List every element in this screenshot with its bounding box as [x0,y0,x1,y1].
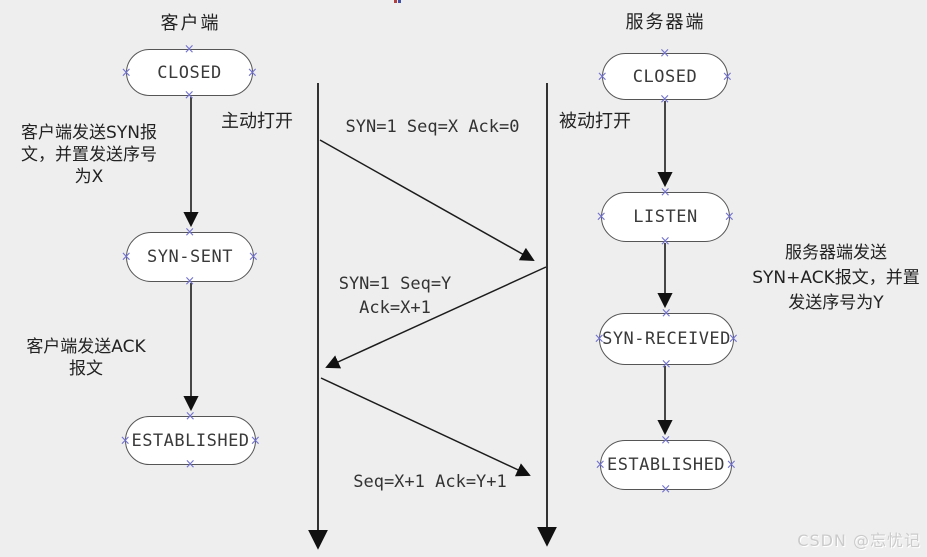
state-server-established: ESTABLISHED × × × × [595,434,737,496]
client-lane-title: 客户端 [160,13,221,34]
connector-mark-icon: × [184,274,196,290]
connector-mark-icon: × [183,88,196,104]
top-edge-artifact [394,0,402,3]
msg-synack-label: SYN=1 Seq=Y Ack=X+1 [338,274,452,318]
connector-mark-icon: × [723,209,736,225]
connector-mark-icon: × [659,184,672,200]
connector-mark-icon: × [184,408,197,424]
state-label: CLOSED [157,62,222,83]
connector-mark-icon: × [659,234,672,250]
client-syn-note: 客户端发送SYN报 文，并置发送序号 为X [21,123,157,187]
arrow-msg-syn [319,139,535,261]
connector-mark-icon: × [596,69,609,84]
passive-open-label: 被动打开 [559,111,631,132]
state-server-closed: CLOSED × × × × [597,47,733,106]
connector-mark-icon: × [247,249,260,265]
connector-mark-icon: × [120,65,133,80]
connector-mark-icon: × [594,457,607,473]
connector-mark-icon: × [660,305,673,321]
state-label: SYN-SENT [147,247,233,267]
state-label: ESTABLISHED [606,455,726,475]
connector-mark-icon: × [184,457,197,473]
connector-mark-icon: × [660,482,672,498]
state-client-established: ESTABLISHED × × × × [120,410,261,471]
connector-mark-icon: × [725,457,738,473]
client-ack-note: 客户端发送ACK 报文 [26,337,146,379]
connector-mark-icon: × [721,69,734,84]
msg-syn-label: SYN=1 Seq=X Ack=0 [345,117,520,137]
connector-mark-icon: × [184,224,196,240]
connector-mark-icon: × [119,433,132,448]
state-label: LISTEN [633,207,698,227]
connector-mark-icon: × [659,45,671,61]
connector-mark-icon: × [660,432,672,448]
active-open-label: 主动打开 [221,111,293,132]
connector-mark-icon: × [659,92,671,108]
state-label: ESTABLISHED [131,430,250,451]
state-label: SYN-RECEIVED [602,329,731,349]
server-lane-title: 服务器端 [625,12,706,33]
connector-mark-icon: × [595,209,608,225]
state-client-syn-sent: SYN-SENT × × × × [121,226,259,288]
state-label: CLOSED [632,66,698,87]
server-synack-note: 服务器端发送 SYN+ACK报文，并置 发送序号为Y [752,243,920,313]
connector-mark-icon: × [660,357,673,373]
msg-ack-label: Seq=X+1 Ack=Y+1 [353,472,507,492]
csdn-watermark: CSDN @忘忧记 [797,531,921,550]
connector-mark-icon: × [120,249,133,265]
connector-mark-icon: × [183,41,196,57]
state-server-syn-received: SYN-RECEIVED × × × × [594,307,739,371]
state-server-listen: LISTEN × × × × [596,186,735,248]
connector-mark-icon: × [249,433,262,448]
connector-mark-icon: × [246,65,259,80]
arrow-msg-ack [320,377,531,477]
state-client-closed: CLOSED × × × × [121,43,258,102]
